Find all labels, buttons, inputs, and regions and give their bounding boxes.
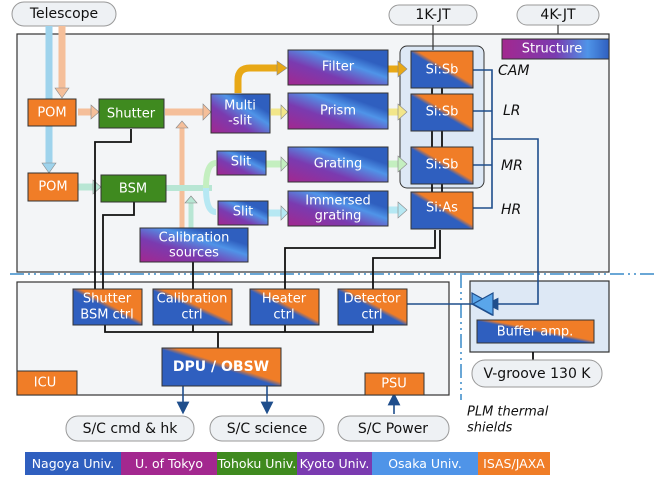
jt1k-label: 1K-JT — [415, 7, 451, 23]
slit-upper-label: Slit — [231, 155, 252, 170]
dpu-obsw-label: DPU / OBSW — [173, 359, 269, 375]
bsm-label: BSM — [119, 182, 147, 197]
calibration-sources-label-line1: Calibration — [159, 231, 230, 246]
immersed-grating-label-line1: Immersed — [305, 194, 371, 209]
amplifier-symbol-icon — [471, 291, 494, 317]
dpu-obsw-box — [161, 347, 282, 387]
optical-arrowheads — [41, 60, 408, 221]
plm-thermal-shields-line1: PLM thermal — [467, 405, 549, 420]
structure-box — [501, 38, 610, 60]
detector-label: Si:As — [426, 201, 458, 216]
filter-box — [287, 49, 389, 86]
icu-label: ICU — [34, 376, 56, 391]
filter-label: Filter — [322, 60, 355, 75]
shutter-bsm-ctrl-label-line2: BSM ctrl — [80, 308, 134, 323]
immersed-grating-box — [287, 190, 389, 227]
pom-upper-label: POM — [37, 106, 66, 121]
telescope-label: Telescope — [29, 6, 98, 22]
detector-label: Si:Sb — [426, 63, 459, 78]
detector-si-sb-cam: Si:Sb — [410, 50, 474, 89]
calibration-ctrl-box — [152, 288, 233, 326]
channel-label-mr: MR — [501, 158, 523, 174]
shutter-bsm-ctrl-label-line1: Shutter — [83, 292, 132, 307]
calibration-ctrl-label-line2: ctrl — [181, 308, 202, 323]
legend-label: Kyoto Univ. — [300, 456, 370, 471]
detector-label: Si:Sb — [426, 158, 459, 173]
bsm-box — [100, 174, 167, 203]
buffer-amp-box — [476, 319, 595, 344]
legend-swatch — [217, 452, 297, 475]
calibration-ctrl-label-line1: Calibration — [157, 292, 228, 307]
immersed-grating-label-line2: grating — [315, 209, 362, 224]
pom-lower-label: POM — [38, 180, 67, 195]
heater-ctrl-label-line2: ctrl — [273, 308, 294, 323]
slit-lower-box — [217, 200, 269, 226]
slit-lower-label: Slit — [233, 205, 254, 220]
multislit-label-line2: -slit — [228, 114, 252, 129]
detector-ctrl-box — [337, 288, 408, 326]
legend-label: Osaka Univ. — [388, 456, 462, 471]
grating-box — [287, 146, 389, 183]
grating-label: Grating — [314, 157, 363, 172]
detector-ctrl-label-line1: Detector — [344, 292, 401, 307]
detector-ctrl-label-line2: ctrl — [361, 308, 382, 323]
sc-power-pill — [337, 415, 450, 442]
legend-label: ISAS/JAXA — [483, 456, 545, 471]
shutter-bsm-ctrl-box — [72, 288, 143, 326]
channel-label-hr: HR — [501, 202, 521, 218]
pom-lower-box — [27, 172, 79, 202]
detector-si-sb-mr: Si:Sb — [410, 146, 474, 185]
detector-signal-wiring — [176, 69, 539, 415]
legend: Nagoya Univ. U. of Tokyo Tohoku Univ. Kyoto… — [25, 452, 550, 475]
legend-swatch — [25, 452, 121, 475]
control-wiring — [94, 88, 534, 360]
legend-swatch — [372, 452, 478, 475]
sc-cmd-hk-label: S/C cmd & hk — [83, 421, 179, 437]
legend-label: Tohoku Univ. — [217, 456, 296, 471]
heater-ctrl-box — [249, 288, 320, 326]
legend-swatch — [478, 452, 550, 475]
plm-thermal-shields-line2: shields — [467, 421, 512, 436]
sc-science-pill — [209, 415, 325, 442]
shutter-box — [98, 98, 165, 129]
prism-label: Prism — [320, 104, 356, 119]
detector-label: Si:Sb — [426, 105, 459, 120]
legend-label: Nagoya Univ. — [32, 456, 115, 471]
sc-power-label: S/C Power — [358, 421, 428, 437]
prism-box — [287, 92, 389, 130]
multislit-label-line1: Multi — [224, 99, 256, 114]
legend-swatch — [297, 452, 372, 475]
calibration-sources-box — [139, 227, 249, 263]
pom-upper-box — [27, 98, 77, 127]
legend-swatch — [121, 452, 217, 475]
detector-si-sb-lr: Si:Sb — [410, 93, 474, 132]
psu-box — [364, 372, 425, 396]
multislit-box — [210, 93, 271, 134]
heater-ctrl-label-line1: Heater — [262, 292, 307, 307]
shutter-label: Shutter — [107, 107, 156, 122]
icu-box — [16, 370, 78, 396]
channel-label-cam: CAM — [498, 63, 529, 79]
vgroove-label: V-groove 130 K — [484, 366, 592, 382]
sc-cmd-hk-pill — [65, 415, 195, 442]
legend-label: U. of Tokyo — [135, 456, 203, 471]
psu-label: PSU — [381, 377, 407, 392]
slit-upper-box — [216, 150, 267, 176]
channel-label-lr: LR — [503, 103, 521, 119]
buffer-amp-label: Buffer amp. — [497, 325, 574, 340]
calibration-sources-label-line2: sources — [169, 246, 219, 261]
structure-label: Structure — [522, 42, 582, 57]
vgroove-pill — [471, 359, 603, 388]
sc-science-label: S/C science — [227, 421, 308, 437]
optical-beams — [45, 26, 400, 228]
jt4k-label: 4K-JT — [540, 7, 576, 23]
detector-si-as-hr: Si:As — [410, 191, 474, 230]
